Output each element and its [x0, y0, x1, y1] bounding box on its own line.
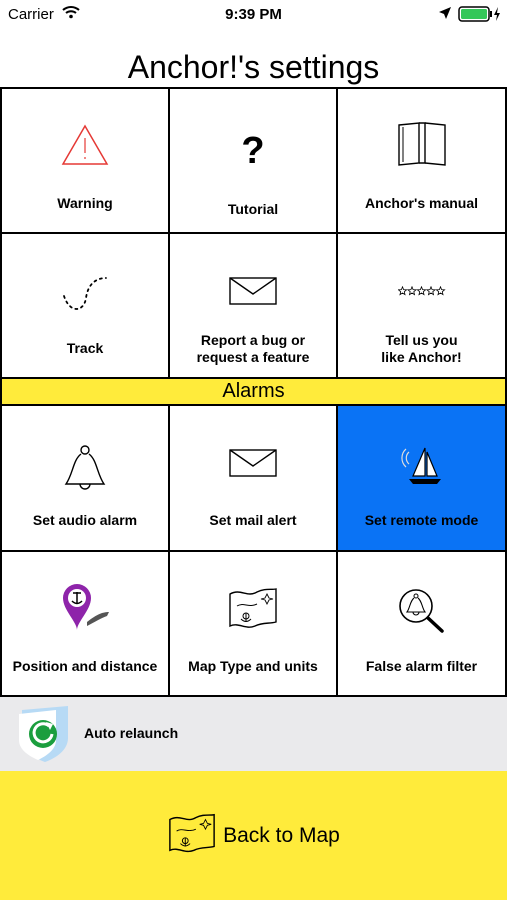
alarms-section-header: Alarms: [0, 377, 507, 406]
position-distance-button[interactable]: Position and distance: [0, 550, 170, 697]
envelope-icon: [170, 276, 336, 306]
rate-label: Tell us you like Anchor!: [338, 332, 505, 366]
remote-mode-button[interactable]: Set remote mode: [336, 404, 507, 552]
wifi-icon: [62, 5, 80, 24]
auto-relaunch-row[interactable]: Auto relaunch: [0, 697, 507, 772]
rate-label-line1: Tell us you: [385, 332, 458, 348]
settings-row: Track Report a bug or request a feature …: [0, 232, 507, 379]
report-bug-button[interactable]: Report a bug or request a feature: [168, 232, 338, 379]
mail-alert-button[interactable]: Set mail alert: [168, 404, 338, 552]
location-arrow-icon: [438, 6, 452, 25]
back-to-map-button[interactable]: Back to Map: [0, 771, 507, 900]
status-bar: Carrier 9:39 PM: [0, 0, 507, 28]
map-icon: [170, 586, 336, 630]
report-label: Report a bug or request a feature: [170, 332, 336, 366]
manual-button[interactable]: Anchor's manual: [336, 87, 507, 234]
back-to-map-label: Back to Map: [223, 823, 340, 847]
mail-alert-label: Set mail alert: [209, 512, 297, 528]
warning-button[interactable]: Warning: [0, 87, 170, 234]
false-alarm-label: False alarm filter: [365, 658, 478, 674]
map-type-label: Map Type and units: [188, 658, 318, 674]
svg-text:?: ?: [241, 130, 264, 169]
tutorial-button[interactable]: ? Tutorial: [168, 87, 338, 234]
audio-alarm-button[interactable]: Set audio alarm: [0, 404, 170, 552]
report-label-line1: Report a bug or: [200, 332, 306, 348]
map-type-button[interactable]: Map Type and units: [168, 550, 338, 697]
report-label-line2: request a feature: [196, 349, 310, 365]
relaunch-shield-icon: [16, 704, 74, 769]
sailboat-icon: [338, 442, 505, 488]
auto-relaunch-label: Auto relaunch: [84, 725, 179, 741]
settings-row: Warning ? Tutorial Anchor's manual: [0, 87, 507, 234]
question-mark-icon: ?: [170, 129, 336, 169]
settings-row: Position and distance Map Type and units…: [0, 550, 507, 697]
clock: 9:39 PM: [225, 6, 282, 23]
page-title: Anchor!'s settings: [127, 49, 380, 85]
anchor-pin-icon: [2, 582, 168, 634]
map-icon: [167, 811, 217, 860]
manual-label: Anchor's manual: [364, 195, 479, 211]
track-button[interactable]: Track: [0, 232, 170, 379]
position-distance-label: Position and distance: [12, 658, 158, 674]
bell-icon: [2, 444, 168, 496]
track-label: Track: [66, 340, 104, 356]
stars-icon: [338, 286, 505, 296]
settings-row: Set audio alarm Set mail alert Set remot…: [0, 404, 507, 552]
magnifier-bell-icon: [338, 586, 505, 634]
false-alarm-filter-button[interactable]: False alarm filter: [336, 550, 507, 697]
warning-label: Warning: [57, 195, 113, 211]
audio-alarm-label: Set audio alarm: [32, 512, 138, 528]
battery-icon: [458, 6, 502, 27]
rate-app-button[interactable]: Tell us you like Anchor!: [336, 232, 507, 379]
carrier-label: Carrier: [8, 6, 54, 23]
remote-mode-label: Set remote mode: [364, 512, 479, 528]
tutorial-label: Tutorial: [227, 201, 279, 217]
dotted-track-icon: [2, 274, 168, 314]
book-icon: [338, 119, 505, 167]
rate-label-line2: like Anchor!: [381, 349, 462, 365]
envelope-icon: [170, 448, 336, 478]
warning-triangle-icon: [2, 123, 168, 167]
